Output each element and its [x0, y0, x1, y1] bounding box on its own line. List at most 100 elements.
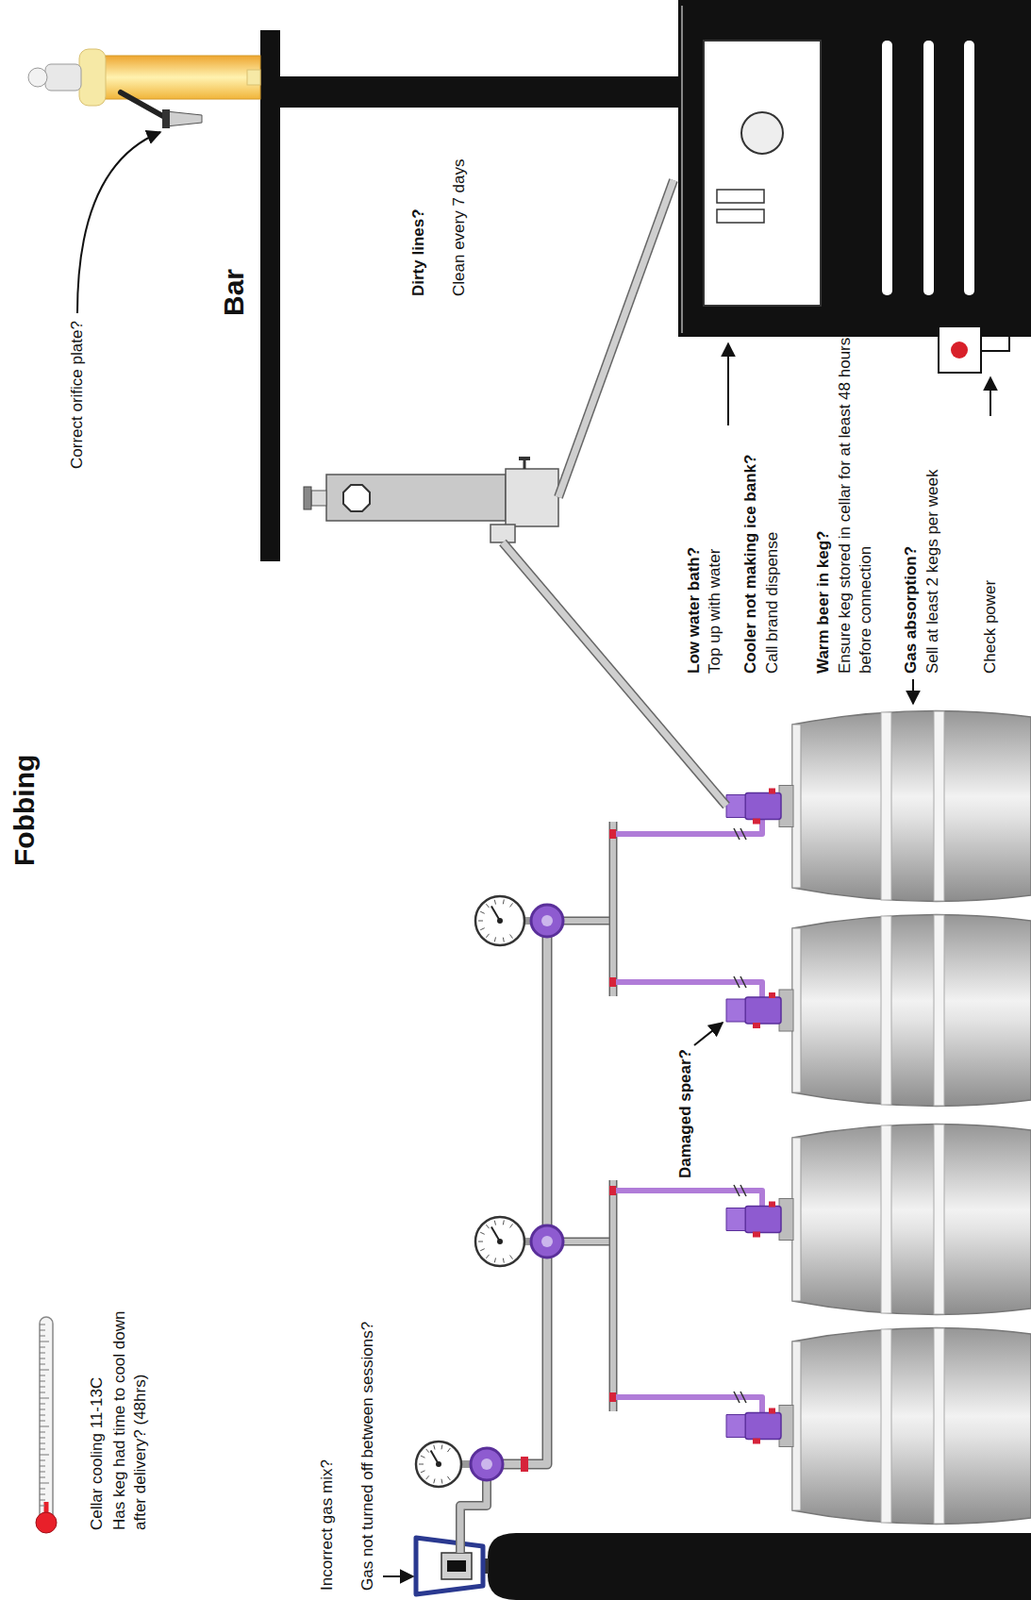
callout-heading: Cooler not making ice bank? — [740, 454, 762, 674]
diagram-title: Fobbing — [5, 754, 43, 866]
keg-coupler-part — [726, 1414, 746, 1438]
keg-coupler-part — [752, 818, 761, 825]
keg-coupler-part — [745, 1413, 782, 1440]
cooler-part — [703, 40, 821, 306]
thermometer-tick-part — [39, 1346, 46, 1348]
power-switch-part — [938, 326, 982, 373]
callout-text: Has keg had time to cool down after deli… — [109, 1298, 151, 1530]
keg-part — [881, 1329, 892, 1523]
thermometer — [35, 1316, 57, 1533]
keg — [792, 1328, 1031, 1525]
callout-text: Gas not turned off between sessions? — [357, 1321, 379, 1591]
keg-part — [933, 1124, 945, 1314]
callout-text: Call brand dispense — [762, 532, 783, 674]
gas-manifold — [609, 821, 618, 997]
pressure-gauge-part — [420, 1455, 426, 1458]
pressure-gauge-part — [510, 1255, 514, 1260]
check-valve — [740, 1391, 747, 1403]
gas-cylinder — [415, 1532, 1031, 1600]
pressure-gauge-part — [494, 936, 496, 942]
pressure-gauge-part — [494, 899, 496, 905]
pressure-gauge-part — [502, 937, 505, 943]
pressure-gauge-part — [426, 1475, 430, 1480]
thermometer-tick-part — [39, 1460, 46, 1462]
keg-part — [881, 915, 892, 1105]
cooler-part — [716, 209, 765, 223]
callout-arrow-part — [727, 343, 730, 426]
pressure-gauge-part — [475, 896, 525, 946]
beer-font — [28, 49, 261, 129]
callout-heading: Damaged spear? — [675, 1048, 697, 1179]
check-valve — [733, 828, 740, 840]
cooler-part — [964, 40, 975, 296]
pressure-gauge-part — [485, 903, 489, 908]
fob-detector — [303, 456, 559, 543]
pressure-gauge-part — [497, 917, 503, 924]
pressure-gauge-part — [497, 1238, 503, 1245]
gas-pipe — [460, 1479, 487, 1553]
pipe-band — [520, 1456, 529, 1472]
fob-detector-part — [343, 484, 370, 512]
pressure-gauge-part — [418, 1463, 424, 1465]
keg-part — [933, 711, 945, 901]
keg-coupler-part — [752, 1231, 761, 1238]
cooler — [678, 0, 1031, 337]
pressure-gauge — [475, 1216, 534, 1266]
pressure-gauge-part — [494, 1257, 496, 1263]
thermometer-tick-part — [39, 1352, 46, 1354]
beer-font-part — [166, 111, 202, 127]
keg-coupler — [726, 989, 794, 1031]
pressure-gauge-part — [420, 1470, 426, 1473]
beer-font-part — [28, 67, 48, 87]
pressure-gauge-part — [485, 933, 489, 938]
cooler-part — [881, 40, 893, 296]
gas-regulator — [470, 1447, 503, 1480]
thermometer-tick-part — [39, 1358, 46, 1360]
gas-regulator-part — [541, 914, 553, 927]
pressure-gauge-part — [440, 1444, 443, 1449]
callout-arrow-part — [382, 1575, 414, 1578]
gas-manifold — [610, 1180, 616, 1412]
pressure-gauge-part — [480, 911, 485, 914]
thermometer-tick-part — [39, 1335, 46, 1337]
keg-part — [792, 1328, 1031, 1525]
thermometer-tick-part — [39, 1454, 50, 1456]
callout-text: Incorrect gas mix? — [316, 1459, 338, 1591]
gas-manifold — [610, 821, 616, 997]
thermometer-tick-part — [39, 1369, 50, 1371]
keg-coupler-part — [745, 997, 782, 1024]
bar-counter-part — [260, 30, 281, 562]
pressure-gauge-part — [447, 1476, 450, 1480]
fob-detector-part — [326, 474, 506, 521]
callout-text: Sell at least 2 kegs per week — [922, 469, 944, 674]
thermometer-tick-part — [39, 1414, 46, 1416]
thermometer-tick-part — [39, 1420, 46, 1422]
gas-regulator — [531, 904, 564, 937]
thermometer-tick-part — [39, 1477, 46, 1479]
pressure-gauge-part — [475, 1216, 525, 1266]
power-switch-part — [981, 336, 1010, 351]
callout-arrow-part — [912, 679, 915, 704]
thermometer-tick-part — [39, 1386, 46, 1388]
keg-coupler-part — [726, 998, 746, 1022]
callout-text: Ensure keg stored in cellar for at least… — [834, 333, 877, 674]
keg-part — [881, 712, 892, 900]
beer-font-part — [247, 69, 261, 85]
gas-line — [615, 819, 763, 835]
pressure-gauge-part — [480, 1231, 485, 1234]
thermometer-tick-part — [39, 1363, 46, 1365]
thermometer-tick-part — [39, 1465, 46, 1467]
thermometer-tick-part — [39, 1443, 46, 1445]
thermometer-tick-part — [39, 1499, 46, 1501]
pressure-gauge-part — [478, 1241, 483, 1243]
thermometer-tick-part — [39, 1494, 46, 1496]
callout-heading: Dirty lines? — [408, 208, 430, 297]
pressure-gauge-part — [510, 902, 514, 907]
thermometer-tick-part — [39, 1330, 46, 1331]
pressure-gauge-part — [478, 920, 483, 922]
bar-counter — [260, 30, 679, 562]
pipe-joint — [609, 829, 616, 839]
beer-line — [502, 542, 727, 806]
pressure-gauge-part — [433, 1478, 435, 1483]
